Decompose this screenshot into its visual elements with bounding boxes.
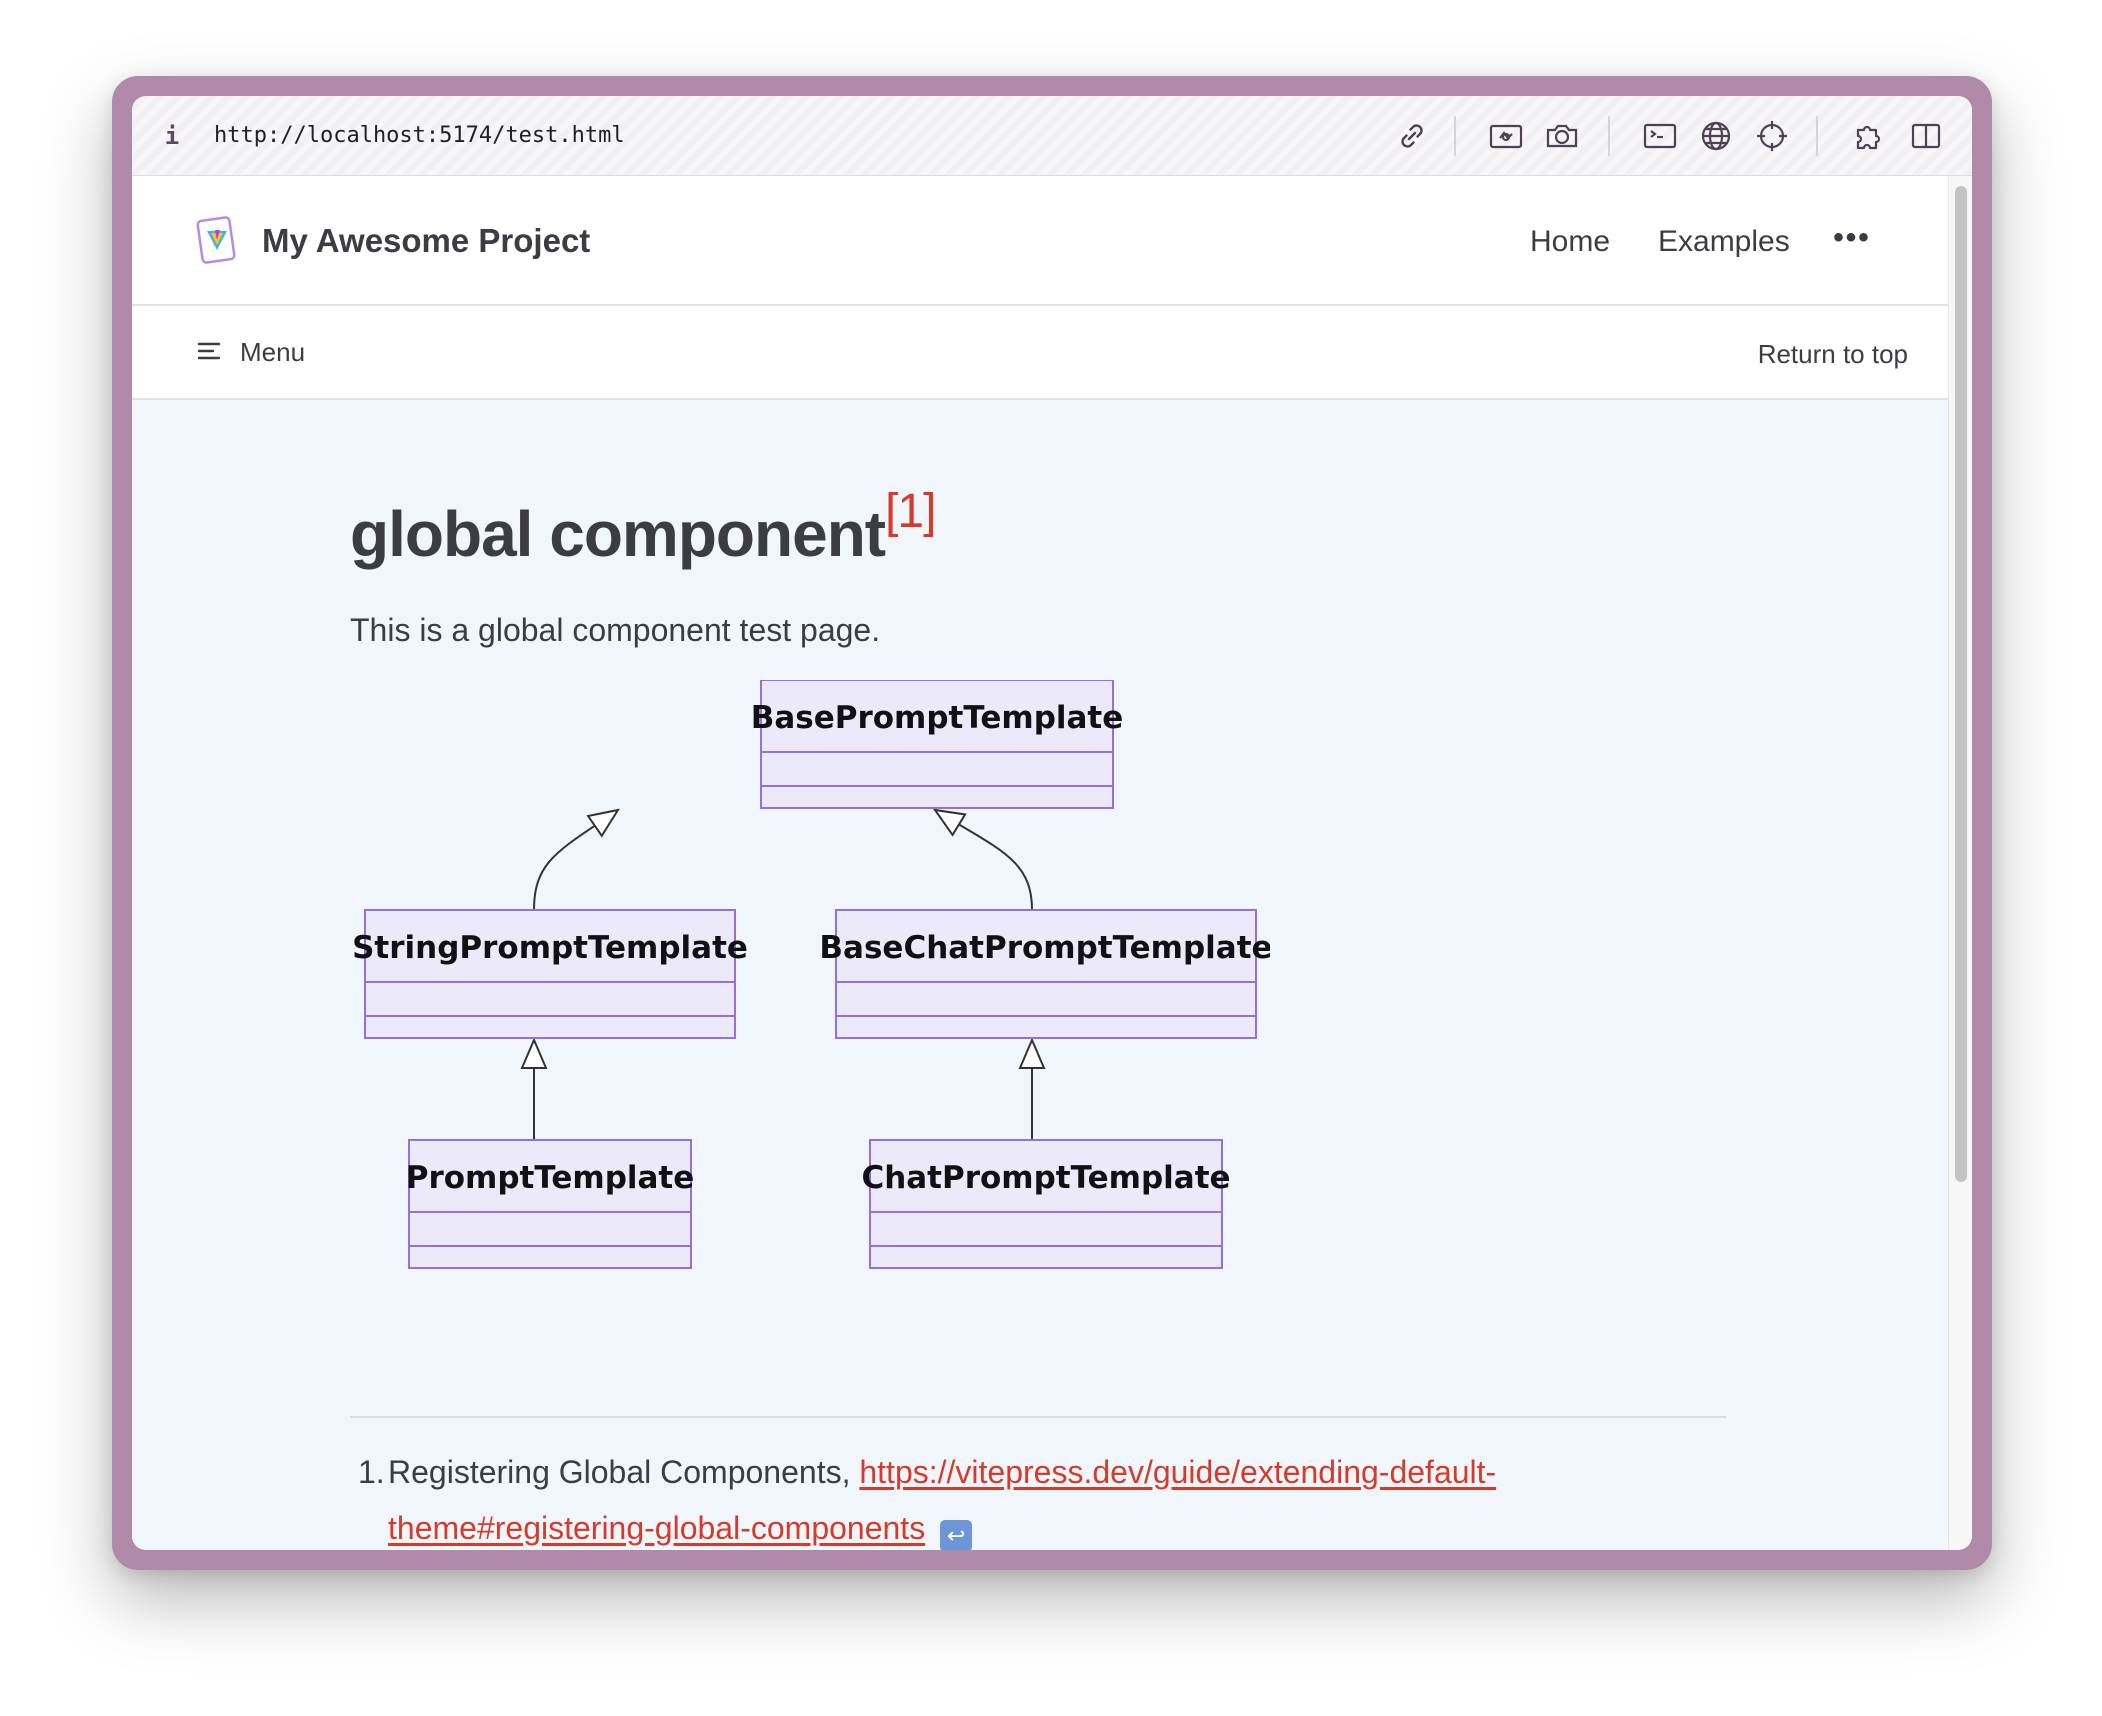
- page-title: global component[1]: [350, 485, 936, 570]
- terminal-icon[interactable]: [1642, 118, 1678, 154]
- site-logo-icon[interactable]: [196, 216, 238, 266]
- footnote-number: 1.: [358, 1454, 385, 1490]
- intro-paragraph: This is a global component test page.: [350, 612, 881, 648]
- local-nav-bar: Menu Return to top: [132, 306, 1948, 400]
- title-footnote-ref[interactable]: [1]: [885, 485, 936, 539]
- nav-link-examples[interactable]: Examples: [1658, 225, 1790, 258]
- relation-lines: [534, 810, 1032, 1140]
- info-icon[interactable]: i: [164, 122, 180, 150]
- globe-icon[interactable]: [1698, 118, 1734, 154]
- toolbar-separator: [1816, 116, 1818, 156]
- footnote-link[interactable]: https://vitepress.dev/guide/extending-de…: [388, 1454, 1497, 1546]
- class-box-chatprompt[interactable]: ChatPromptTemplate: [861, 1139, 1231, 1269]
- edge-string-to-base: [533, 810, 618, 911]
- class-diagram: BasePromptTemplate StringPromptTemplate …: [352, 680, 1270, 1269]
- class-box-base[interactable]: BasePromptTemplate: [751, 680, 1124, 809]
- class-box-basechat[interactable]: BaseChatPromptTemplate: [819, 909, 1270, 1039]
- camera-icon[interactable]: [1544, 118, 1580, 154]
- toolbar-separator: [1608, 116, 1610, 156]
- class-label-base: BasePromptTemplate: [751, 700, 1124, 736]
- address-bar: i http://localhost:5174/test.html: [132, 96, 1972, 176]
- extensions-icon[interactable]: [1852, 118, 1888, 154]
- edge-chat-to-base: [935, 810, 1033, 911]
- menu-icon[interactable]: [196, 338, 222, 364]
- class-label-string: StringPromptTemplate: [352, 930, 748, 966]
- site-title[interactable]: My Awesome Project: [262, 222, 591, 259]
- class-label-basechat: BaseChatPromptTemplate: [819, 930, 1270, 966]
- class-label-prompt: PromptTemplate: [406, 1160, 695, 1196]
- link-icon[interactable]: [1394, 118, 1430, 154]
- url-text[interactable]: http://localhost:5174/test.html: [214, 123, 625, 148]
- page-viewport: My Awesome Project Home Examples ••• Men…: [132, 176, 1948, 1550]
- browser-window: i http://localhost:5174/test.html: [112, 76, 1992, 1570]
- toolbar-separator: [1454, 116, 1456, 156]
- footnote-backref-icon[interactable]: ↩: [940, 1520, 973, 1550]
- browser-frame: i http://localhost:5174/test.html: [132, 96, 1972, 1550]
- class-box-string[interactable]: StringPromptTemplate: [352, 909, 748, 1039]
- footnote-item: Registering Global Components, https://v…: [388, 1444, 1648, 1550]
- class-label-chatprompt: ChatPromptTemplate: [861, 1160, 1230, 1196]
- vertical-scrollbar[interactable]: [1948, 176, 1972, 1550]
- menu-button[interactable]: Menu: [240, 337, 306, 367]
- sidebar-icon[interactable]: [1908, 118, 1944, 154]
- class-box-prompt[interactable]: PromptTemplate: [406, 1139, 695, 1269]
- screenshot-area-icon[interactable]: [1488, 118, 1524, 154]
- top-navbar: My Awesome Project Home Examples •••: [132, 176, 1948, 306]
- crosshair-icon[interactable]: [1754, 118, 1790, 154]
- return-to-top-link[interactable]: Return to top: [1757, 339, 1908, 369]
- scrollbar-thumb[interactable]: [1955, 186, 1967, 1182]
- footnote-text: Registering Global Components,: [388, 1454, 860, 1490]
- nav-link-home[interactable]: Home: [1530, 225, 1611, 258]
- footnotes-divider: [350, 1416, 1726, 1418]
- more-options-button[interactable]: •••: [1833, 221, 1871, 254]
